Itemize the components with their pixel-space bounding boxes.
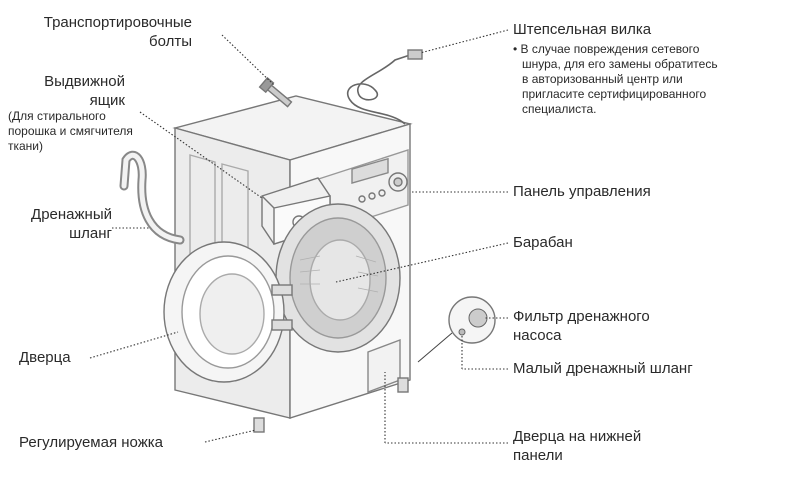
plug-note-line2: шнура, для его замены обратитесь (522, 57, 718, 71)
plug-note-line5: специалиста. (522, 102, 597, 116)
label-drain-hose: Дренажный шланг (31, 205, 112, 243)
label-drain-hose-line2: шланг (69, 225, 112, 242)
label-drawer-sub: (Для стирального порошка и смягчителя тк… (8, 109, 133, 154)
label-pump-filter-line1: Фильтр дренажного (513, 308, 650, 325)
washing-machine (119, 49, 423, 433)
label-lower-panel-door: Дверца на нижней панели (513, 427, 641, 465)
label-transport-bolts: Транспортировочные болты (44, 13, 192, 51)
label-plug: Штепсельная вилка (513, 21, 652, 38)
label-transport-bolts-line2: болты (148, 33, 192, 50)
label-drawer-line1: Выдвижной (44, 73, 125, 90)
label-drawer-line2: ящик (89, 92, 125, 109)
label-adjustable-foot: Регулируемая ножка (19, 434, 163, 451)
label-lower-panel-door-line1: Дверца на нижней (513, 428, 642, 445)
label-small-drain-hose: Малый дренажный шланг (513, 360, 693, 377)
label-door: Дверца (19, 349, 71, 366)
label-control-panel: Панель управления (513, 183, 651, 200)
leader-lines (89, 29, 509, 444)
label-transport-bolts-line1: Транспортировочные (43, 14, 192, 31)
plug-note-line4: пригласите сертифицированного (522, 87, 707, 101)
pump-filter-zoom (417, 296, 496, 363)
label-drum: Барабан (513, 234, 573, 251)
label-pump-filter: Фильтр дренажного насоса (513, 307, 650, 345)
label-drawer-sub-line2: порошка и смягчителя (8, 124, 133, 138)
plug-note: • В случае повреждения сетевого шнура, д… (513, 42, 718, 117)
label-drain-hose-line1: Дренажный (31, 206, 112, 223)
label-lower-panel-door-line2: панели (513, 447, 563, 464)
label-drawer: Выдвижной ящик (44, 72, 125, 110)
label-drawer-sub-line3: ткани) (8, 139, 44, 153)
label-drawer-sub-line1: (Для стирального (8, 109, 106, 123)
plug-note-line1: • В случае повреждения сетевого (513, 42, 700, 56)
plug-note-line3: в авторизованный центр или (522, 72, 683, 86)
label-pump-filter-line2: насоса (513, 327, 562, 344)
